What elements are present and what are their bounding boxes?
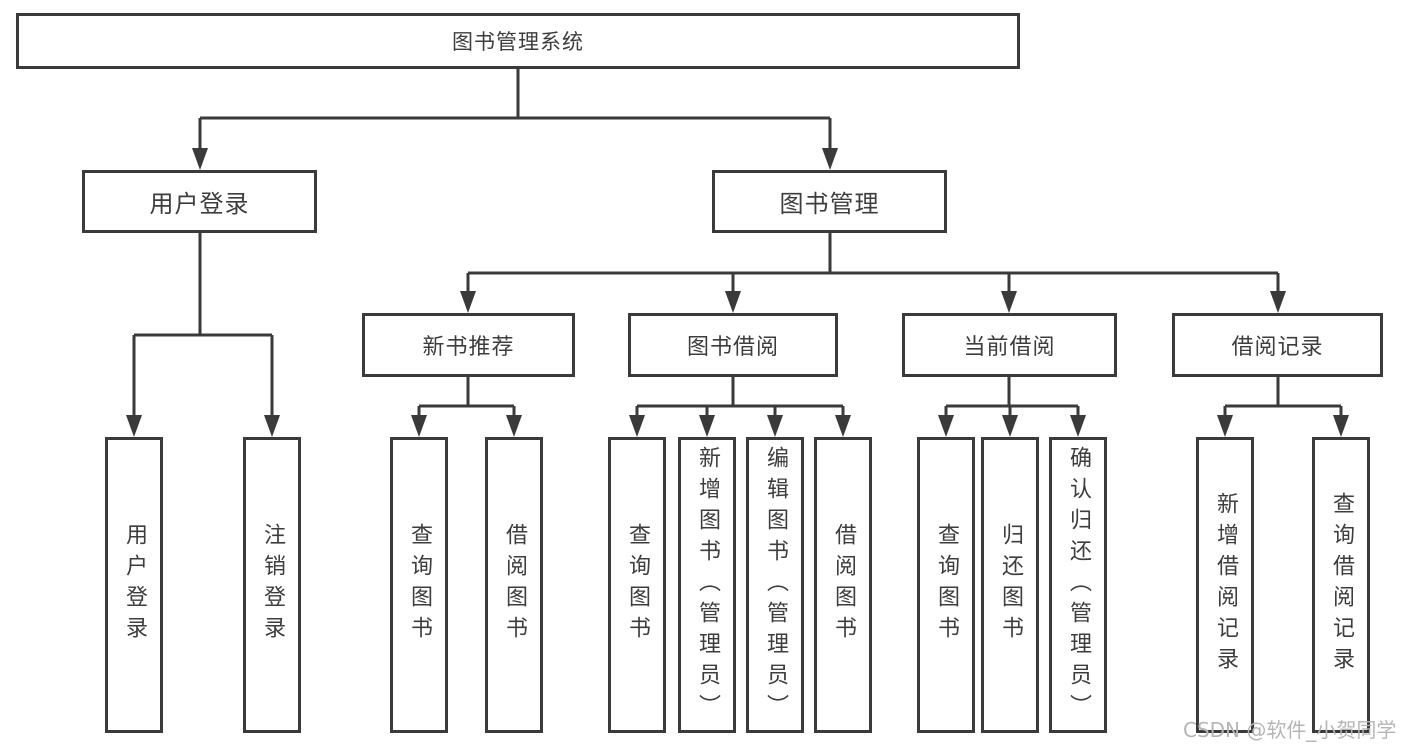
leaf-borrow-books-recommend: 借阅图书 [485, 437, 543, 733]
node-book-borrow: 图书借阅 [628, 313, 838, 377]
leaf-user-login-label: 用户登录 [122, 523, 147, 647]
leaf-query-books-borrow: 查询图书 [608, 437, 666, 733]
node-current-borrow: 当前借阅 [902, 313, 1117, 377]
leaf-query-books-borrow-label: 查询图书 [625, 523, 650, 647]
node-book-management: 图书管理 [712, 170, 947, 233]
leaf-borrow-books-recommend-label: 借阅图书 [502, 523, 527, 647]
node-borrow-records: 借阅记录 [1172, 313, 1383, 377]
node-new-book-recommend: 新书推荐 [362, 313, 575, 377]
leaf-add-book-admin-label: 新增图书（管理员） [695, 445, 720, 725]
leaf-add-book-admin: 新增图书（管理员） [678, 437, 736, 733]
leaf-return-books: 归还图书 [981, 437, 1039, 733]
leaf-query-borrow-record-label: 查询借阅记录 [1329, 492, 1354, 678]
node-current-borrow-label: 当前借阅 [963, 335, 1056, 360]
node-library-system: 图书管理系统 [16, 13, 1020, 69]
leaf-add-borrow-record: 新增借阅记录 [1196, 437, 1254, 733]
watermark: CSDN @软件_小贺同学 [1183, 718, 1397, 742]
leaf-add-borrow-record-label: 新增借阅记录 [1213, 492, 1238, 678]
leaf-query-books-recommend-label: 查询图书 [407, 523, 432, 647]
node-book-management-label: 图书管理 [779, 190, 880, 218]
leaf-query-books-recommend: 查询图书 [390, 437, 448, 733]
leaf-confirm-return-admin-label: 确认归还（管理员） [1066, 445, 1091, 725]
leaf-edit-book-admin: 编辑图书（管理员） [746, 437, 804, 733]
leaf-query-books-current-label: 查询图书 [934, 523, 959, 647]
leaf-logout: 注销登录 [243, 437, 301, 733]
leaf-borrow-books: 借阅图书 [814, 437, 872, 733]
leaf-logout-label: 注销登录 [260, 523, 285, 647]
node-borrow-records-label: 借阅记录 [1231, 335, 1324, 360]
leaf-query-borrow-record: 查询借阅记录 [1312, 437, 1370, 733]
leaf-confirm-return-admin: 确认归还（管理员） [1049, 437, 1107, 733]
node-new-book-recommend-label: 新书推荐 [422, 335, 515, 360]
node-user-login: 用户登录 [82, 170, 317, 233]
leaf-return-books-label: 归还图书 [998, 523, 1023, 647]
node-user-login-label: 用户登录 [149, 190, 250, 218]
leaf-borrow-books-label: 借阅图书 [831, 523, 856, 647]
node-book-borrow-label: 图书借阅 [686, 335, 779, 360]
leaf-query-books-current: 查询图书 [917, 437, 975, 733]
leaf-user-login: 用户登录 [105, 437, 163, 733]
node-library-system-label: 图书管理系统 [452, 30, 584, 54]
leaf-edit-book-admin-label: 编辑图书（管理员） [763, 445, 788, 725]
